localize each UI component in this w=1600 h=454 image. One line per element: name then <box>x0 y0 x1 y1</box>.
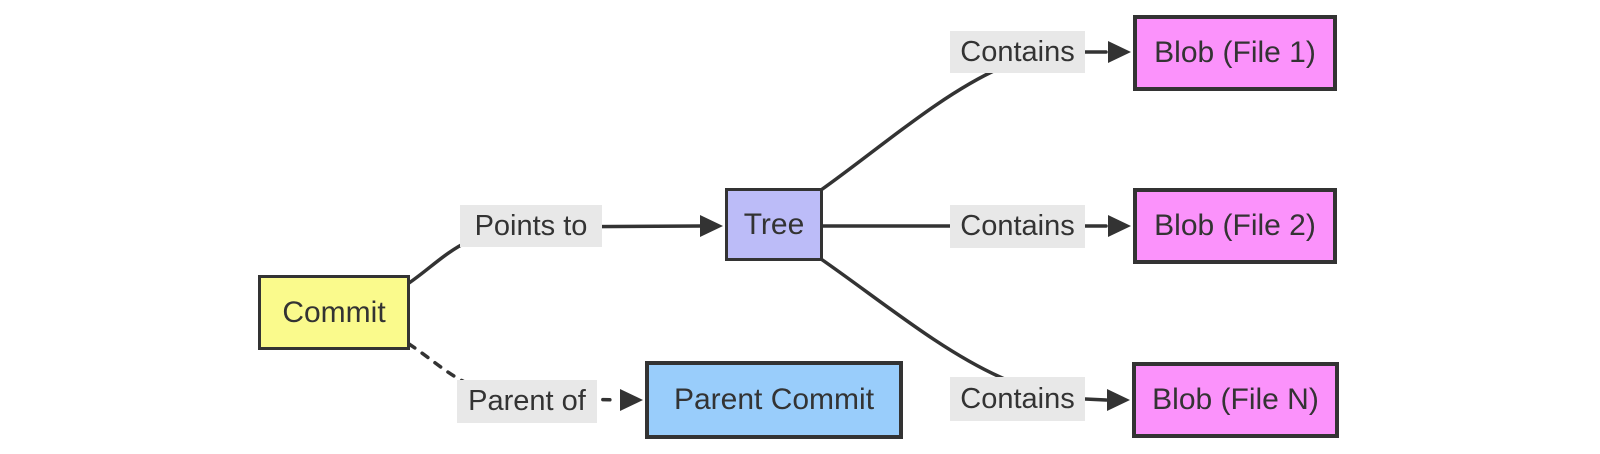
arrowhead-contains-2 <box>1108 215 1131 237</box>
node-commit: Commit <box>258 275 410 350</box>
node-tree: Tree <box>725 188 823 261</box>
arrowhead-contains-n <box>1107 389 1130 411</box>
node-blob-file-2: Blob (File 2) <box>1133 188 1337 264</box>
node-parent-commit: Parent Commit <box>645 361 903 439</box>
arrowhead-contains-1 <box>1108 41 1131 63</box>
arrowhead-points-to <box>700 215 723 237</box>
arrowhead-parent-of <box>620 389 643 411</box>
edge-label-contains-1: Contains <box>950 31 1085 73</box>
edge-label-contains-2: Contains <box>950 205 1085 248</box>
edge-label-points-to: Points to <box>460 205 602 247</box>
node-blob-file-n: Blob (File N) <box>1132 362 1339 438</box>
node-blob-file-1: Blob (File 1) <box>1133 15 1337 91</box>
edge-label-parent-of: Parent of <box>457 380 597 423</box>
edge-label-contains-n: Contains <box>950 377 1085 421</box>
